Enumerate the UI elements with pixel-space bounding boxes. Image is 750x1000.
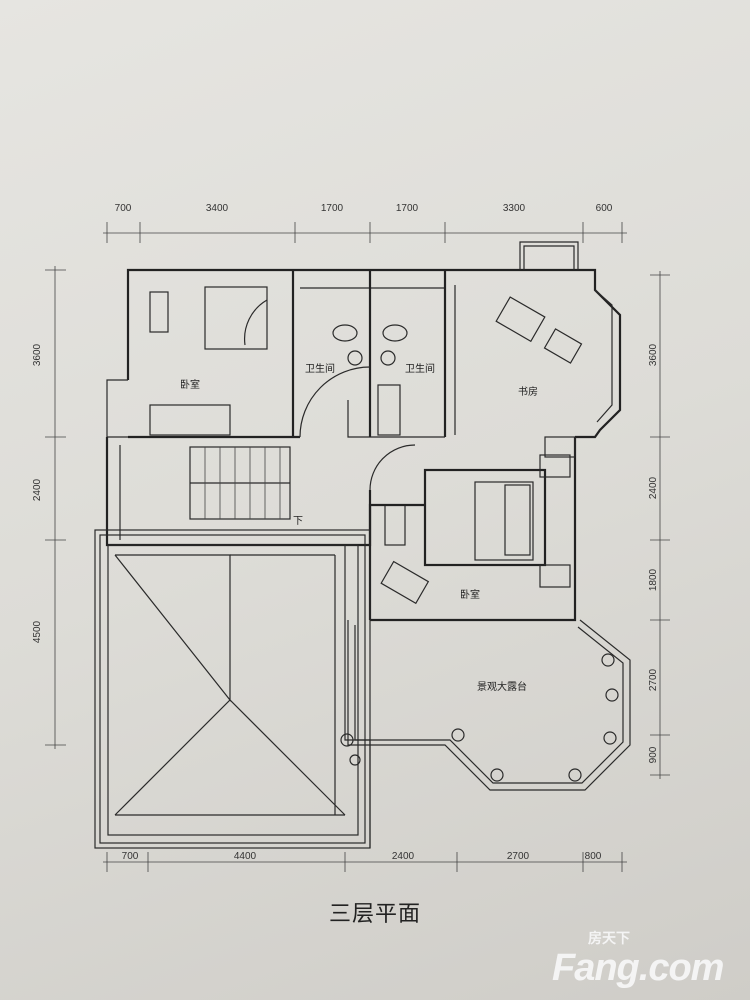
upper-walls bbox=[106, 241, 622, 491]
room-label-bedroom-nw: 卧室 bbox=[180, 378, 200, 391]
watermark-cn: 房天下 bbox=[588, 930, 630, 946]
dim-left-2: 2400 bbox=[32, 478, 43, 501]
dim-bottom-2: 4400 bbox=[234, 851, 257, 862]
bottom-dimension-line: 700 4400 2400 2700 800 bbox=[103, 851, 627, 872]
dim-left-1: 3600 bbox=[32, 343, 43, 366]
dim-left-3: 4500 bbox=[32, 620, 43, 643]
stair-down-label: 下 bbox=[293, 516, 303, 527]
dim-bottom-3: 2400 bbox=[392, 851, 415, 862]
dim-bottom-5: 800 bbox=[585, 851, 602, 862]
watermark-en: Fang.com bbox=[552, 947, 724, 989]
dim-right-3: 1800 bbox=[648, 568, 659, 591]
dim-right-5: 900 bbox=[648, 746, 659, 763]
fang-watermark-logo: 房天下 Fang.com bbox=[552, 930, 724, 990]
dim-top-6: 600 bbox=[596, 203, 613, 214]
bed-nw bbox=[204, 286, 268, 350]
room-label-bedroom-se: 卧室 bbox=[460, 588, 480, 601]
furniture bbox=[149, 286, 583, 605]
dim-bottom-4: 2700 bbox=[507, 851, 530, 862]
left-dimension-line: 3600 2400 4500 bbox=[32, 266, 66, 749]
dim-bottom-1: 700 bbox=[122, 851, 139, 862]
study-desk bbox=[495, 296, 546, 343]
bed-se bbox=[423, 468, 547, 567]
dim-top-1: 700 bbox=[115, 203, 132, 214]
right-dimension-line: 3600 2400 1800 2700 900 bbox=[648, 271, 670, 779]
staircase bbox=[189, 446, 291, 520]
roof-area bbox=[94, 529, 371, 849]
terrace-outline bbox=[340, 619, 631, 791]
dim-right-1: 3600 bbox=[648, 343, 659, 366]
room-label-bath-1: 卫生间 bbox=[305, 362, 335, 375]
dim-right-4: 2700 bbox=[648, 668, 659, 691]
room-label-study: 书房 bbox=[518, 385, 538, 398]
dim-top-3: 1700 bbox=[321, 203, 344, 214]
dim-right-2: 2400 bbox=[648, 476, 659, 499]
top-dimension-line: 700 3400 1700 1700 3300 600 bbox=[103, 203, 627, 243]
room-label-terrace: 景观大露台 bbox=[477, 680, 527, 693]
room-label-bath-2: 卫生间 bbox=[405, 362, 435, 375]
dim-top-5: 3300 bbox=[503, 203, 526, 214]
dim-top-4: 1700 bbox=[396, 203, 419, 214]
dim-top-2: 3400 bbox=[206, 203, 229, 214]
drawing-title: 三层平面 bbox=[328, 902, 421, 927]
